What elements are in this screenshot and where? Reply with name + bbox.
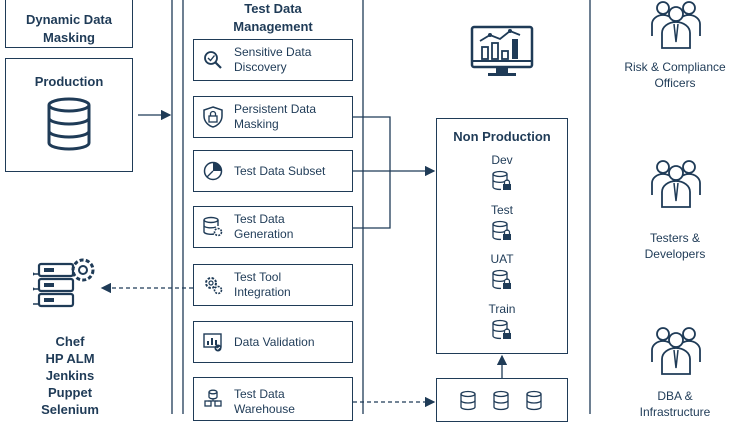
module-test-data-subset: Test Data Subset (193, 150, 353, 192)
monitor-dashboard-icon (470, 25, 534, 76)
module-label: Masking (234, 117, 279, 131)
env-label-train: Train (488, 302, 516, 316)
tdm-title-line1: Test Data (244, 1, 302, 16)
people-group-icon (651, 327, 701, 375)
persona-label-line: Risk & Compliance (624, 60, 726, 74)
env-label-test: Test (490, 203, 513, 217)
server-gear-icon (33, 258, 95, 308)
database-lock-icon (492, 269, 511, 290)
tdm-title: Test Data Management (183, 0, 363, 36)
module-data-validation: Data Validation (193, 321, 353, 363)
pie-chart-icon (203, 161, 223, 181)
persona-risk-compliance: Risk & Compliance Officers (610, 59, 740, 91)
lock-shield-icon (203, 106, 223, 128)
module-label: Test Data Subset (234, 163, 326, 178)
module-label: Sensitive Data (234, 45, 312, 59)
env-label-dev: Dev (491, 153, 513, 167)
production-box: Production (5, 58, 133, 172)
chart-check-icon (203, 333, 222, 352)
module-label: Discovery (234, 60, 287, 74)
database-icon (47, 97, 91, 151)
tools-list: Chef HP ALM Jenkins Puppet Selenium (20, 333, 120, 418)
module-label: Persistent Data (234, 102, 317, 116)
non-production-box: Non Production (436, 118, 568, 354)
persona-label-line: Officers (654, 76, 696, 90)
module-label: Generation (234, 227, 294, 241)
dynamic-masking-line2: Masking (42, 30, 95, 45)
tool-name: HP ALM (45, 351, 95, 366)
module-label: Test Data (234, 387, 285, 401)
database-lock-icon (460, 390, 476, 411)
module-label: Integration (234, 285, 291, 299)
tool-name: Chef (55, 334, 85, 349)
dynamic-data-masking-box: Dynamic Data Masking (5, 0, 133, 48)
people-group-icon (651, 160, 701, 208)
module-label: Test Data (234, 212, 285, 226)
database-lock-icon (526, 390, 542, 411)
persona-label-line: Developers (644, 247, 706, 261)
persona-label-line: DBA & (657, 389, 693, 403)
tool-name: Puppet (47, 385, 93, 400)
people-group-icon (651, 1, 701, 49)
database-lock-icon (492, 220, 511, 241)
warehouse-icon (204, 389, 222, 407)
database-lock-icon (493, 390, 509, 411)
database-lock-icon (492, 319, 511, 340)
database-gear-icon (203, 216, 223, 237)
persona-testers-developers: Testers & Developers (610, 230, 740, 262)
dynamic-masking-line1: Dynamic Data (26, 12, 112, 27)
env-label-uat: UAT (490, 252, 514, 266)
production-title: Production (34, 74, 104, 89)
non-production-title: Non Production (453, 129, 551, 144)
module-label: Test Tool (234, 270, 282, 284)
persona-label-line: Testers & (649, 231, 700, 245)
search-check-icon (204, 51, 222, 69)
gears-icon (205, 277, 223, 295)
module-label: Data Validation (234, 334, 315, 349)
module-label: Warehouse (234, 402, 295, 416)
tdm-title-line2: Management (233, 19, 313, 34)
database-lock-icon (492, 170, 511, 191)
persona-label-line: Infrastructure (639, 405, 711, 419)
persona-dba-infrastructure: DBA & Infrastructure (610, 388, 740, 420)
tool-name: Selenium (41, 402, 99, 417)
tool-name: Jenkins (45, 368, 95, 383)
